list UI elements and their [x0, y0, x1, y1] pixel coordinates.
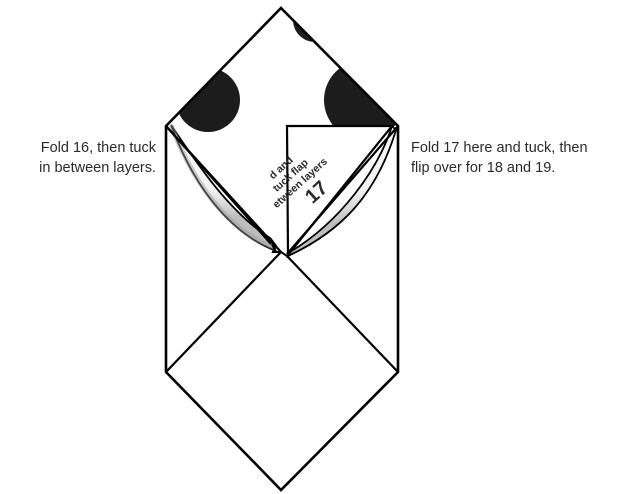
spot-top	[293, 8, 337, 42]
instruction-fold-17-line1: Fold 17 here and tuck, then	[411, 140, 588, 156]
crease-left-inner	[165, 125, 272, 245]
instruction-fold-16-line1: Fold 16, then tuck	[40, 140, 156, 156]
crease-lower-left-up	[165, 251, 282, 373]
model-outline	[164, 6, 400, 492]
crease-lines	[165, 125, 399, 373]
crease-right-diagonal	[286, 125, 399, 255]
instruction-fold-17-line2: flip over for 18 and 19.	[411, 160, 556, 176]
spot-left	[176, 68, 240, 132]
left-flap-shadow	[168, 124, 277, 251]
instruction-fold-16: Fold 16, then tuck in between layers.	[4, 138, 156, 178]
crease-lower-right-up	[286, 255, 399, 373]
instruction-fold-17: Fold 17 here and tuck, then flip over fo…	[411, 138, 629, 178]
instruction-fold-16-line2: in between layers.	[39, 160, 156, 176]
paper-pattern-spots	[176, 8, 398, 140]
center-notch	[269, 237, 288, 257]
